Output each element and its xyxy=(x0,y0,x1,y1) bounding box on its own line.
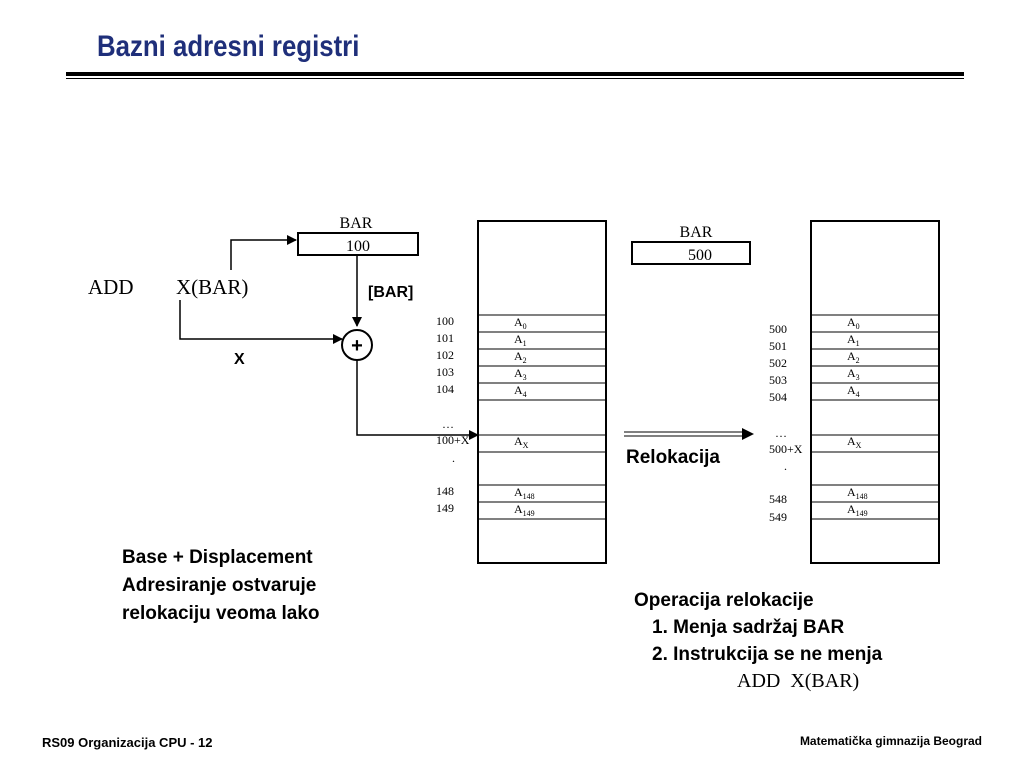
left-address: … xyxy=(442,417,454,431)
left-address: 149 xyxy=(436,501,454,515)
left-cell: AX xyxy=(514,434,529,450)
right-address: 501 xyxy=(769,339,787,353)
right-address: 502 xyxy=(769,356,787,370)
right-cell: A2 xyxy=(847,349,860,365)
instruction-op: ADD xyxy=(88,275,134,299)
left-address: 100+X xyxy=(436,433,470,447)
bar-left-register xyxy=(297,232,419,256)
right-address: … xyxy=(775,426,787,440)
description-line: Base + Displacement xyxy=(122,547,313,568)
description-block: Base + Displacement Adresiranje ostvaruj… xyxy=(122,544,320,628)
left-cell: A2 xyxy=(514,349,527,365)
bar-right-label: BAR xyxy=(680,224,713,241)
instruction-to-bar-arrow xyxy=(230,235,297,270)
description-line: relokaciju veoma lako xyxy=(122,603,320,624)
right-cell: A149 xyxy=(847,502,868,518)
x-label: X xyxy=(234,351,245,368)
left-address: 103 xyxy=(436,365,454,379)
adder-to-memory-arrow xyxy=(356,360,479,440)
left-address: 101 xyxy=(436,331,454,345)
left-cell: A149 xyxy=(514,502,535,518)
right-memory-outline xyxy=(810,220,940,564)
instruction-operand: X(BAR) xyxy=(176,275,248,299)
operation-block: Operacija relokacije 1. Menja sadržaj BA… xyxy=(634,587,882,695)
relocation-label: Relokacija xyxy=(626,447,720,468)
footer-right: Matematička gimnazija Beograd xyxy=(799,734,982,748)
relocation-arrow-head xyxy=(742,428,754,440)
left-address: 104 xyxy=(436,382,454,396)
operation-heading: Operacija relokacije xyxy=(634,590,814,611)
adder-symbol: + xyxy=(351,335,363,357)
right-address: 549 xyxy=(769,510,787,524)
right-address: 500+X xyxy=(769,442,803,456)
right-address: 504 xyxy=(769,390,787,404)
operation-step: 2. Instrukcija se ne menja xyxy=(652,644,883,665)
left-cell: A3 xyxy=(514,366,527,382)
right-address: 548 xyxy=(769,492,787,506)
bar-right-value: 500 xyxy=(688,247,712,264)
right-cell: A1 xyxy=(847,332,860,348)
operation-step: 1. Menja sadržaj BAR xyxy=(652,617,845,638)
bar-left-label: BAR xyxy=(340,215,373,232)
description-line: Adresiranje ostvaruje xyxy=(122,575,317,596)
left-cell: A0 xyxy=(514,315,527,331)
bar-left-value: 100 xyxy=(346,238,370,255)
left-memory-outline xyxy=(477,220,607,564)
right-address: 503 xyxy=(769,373,787,387)
right-address: . xyxy=(784,459,787,473)
right-cell: AX xyxy=(847,434,862,450)
footer-left: RS09 Organizacija CPU - 12 xyxy=(42,735,213,750)
right-cell: A148 xyxy=(847,485,868,501)
left-address: 100 xyxy=(436,314,454,328)
right-cell: A0 xyxy=(847,315,860,331)
left-cell: A4 xyxy=(514,383,527,399)
x-to-adder-arrow xyxy=(179,300,343,344)
operation-instruction: ADD X(BAR) xyxy=(737,670,860,692)
bar-ref-label: [BAR] xyxy=(368,284,413,301)
right-address: 500 xyxy=(769,322,787,336)
bar-right-register xyxy=(631,241,751,265)
title-rule-thick xyxy=(66,72,964,76)
left-memory: 100 101 102 103 104 … 100+X . 148 149 A0… xyxy=(436,220,607,564)
left-cell: A148 xyxy=(514,485,535,501)
right-cell: A3 xyxy=(847,366,860,382)
right-cell: A4 xyxy=(847,383,860,399)
slide-title: Bazni adresni registri xyxy=(97,30,360,63)
title-rule-thin xyxy=(66,78,964,79)
right-memory: 500 501 502 503 504 … 500+X . 548 549 A0… xyxy=(769,220,940,564)
left-address: . xyxy=(452,451,455,465)
left-address: 102 xyxy=(436,348,454,362)
left-address: 148 xyxy=(436,484,454,498)
left-cell: A1 xyxy=(514,332,527,348)
